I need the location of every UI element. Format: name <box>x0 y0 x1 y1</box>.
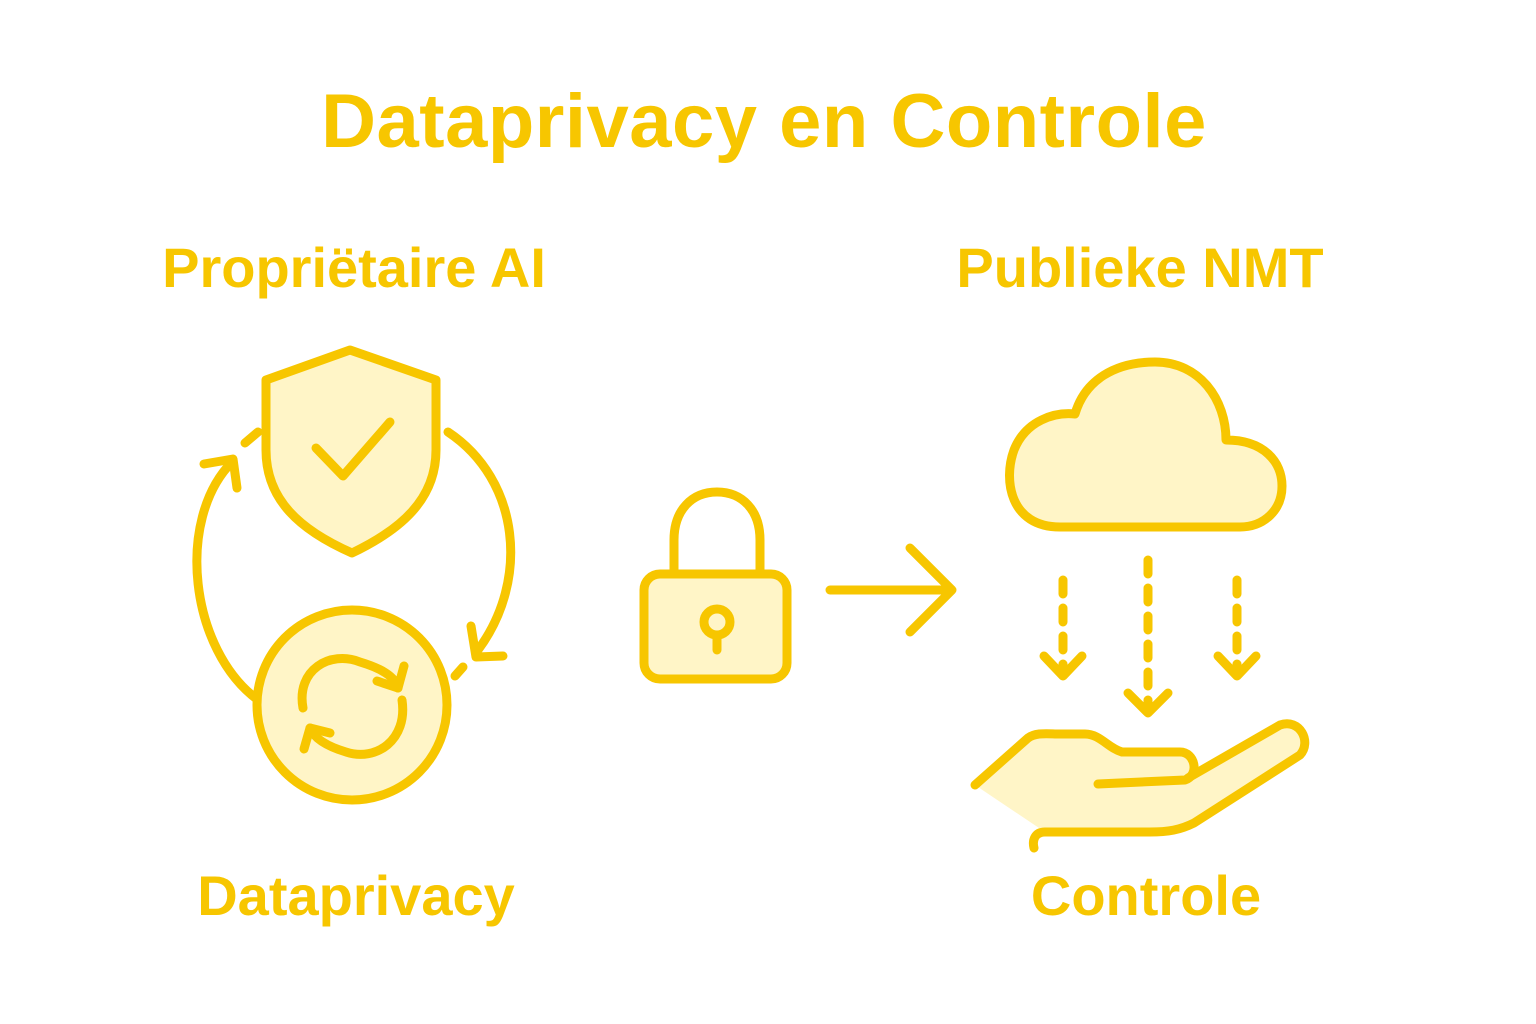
shield-check-icon <box>261 345 441 558</box>
right-caption: Controle <box>1030 864 1262 927</box>
open-hand-icon <box>970 719 1310 853</box>
diagram-title: Dataprivacy en Controle <box>321 79 1207 164</box>
right-heading: Publieke NMT <box>956 236 1324 299</box>
right-arrow-icon <box>825 543 957 637</box>
download-arrows-icon <box>1039 555 1261 718</box>
circular-arrows-icon <box>192 427 516 705</box>
padlock-icon <box>639 487 792 684</box>
left-heading: Propriëtaire AI <box>162 236 546 299</box>
cloud-icon <box>1005 357 1287 532</box>
left-caption: Dataprivacy <box>197 864 515 927</box>
sync-coin-icon <box>252 605 452 805</box>
